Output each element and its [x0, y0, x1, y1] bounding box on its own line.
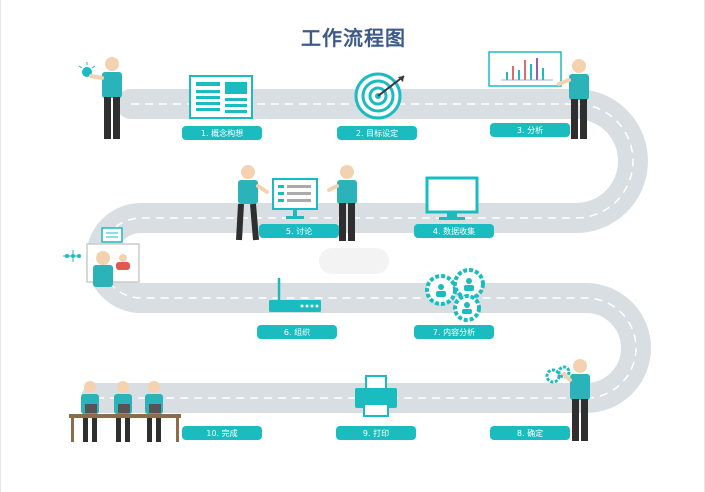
- person-presenter: [236, 165, 269, 241]
- person-analyst: [557, 59, 589, 139]
- step-pill-7: 7. 内容分析: [414, 325, 494, 339]
- person-idea: [78, 57, 122, 139]
- person-listener: [327, 165, 357, 241]
- step-pill-4: 4. 数据收集: [414, 224, 494, 238]
- bar-chart-board-icon: [488, 51, 562, 87]
- step-pill-2: 2. 目标设定: [337, 126, 417, 140]
- printer-icon: [355, 375, 397, 417]
- lightbulb-icon: [78, 62, 96, 77]
- step-label-10: 10. 完成: [206, 428, 237, 438]
- step-pill-9: 9. 打印: [336, 426, 416, 440]
- router-icon: [269, 278, 321, 312]
- gears-people-icon: [425, 268, 485, 322]
- presentation-screen-icon: [272, 178, 318, 219]
- monitor-icon: [425, 176, 479, 220]
- step-label-2: 2. 目标设定: [356, 128, 398, 138]
- step-label-9: 9. 打印: [363, 428, 389, 438]
- person-communicator: [93, 251, 113, 287]
- step-label-6: 6. 组织: [284, 327, 310, 337]
- step-label-1: 1. 概念构想: [201, 128, 243, 138]
- step-pill-1: 1. 概念构想: [182, 126, 262, 140]
- step-label-5: 5. 讨论: [286, 226, 312, 236]
- step-pill-5: 5. 讨论: [259, 224, 339, 238]
- target-icon: [354, 72, 405, 120]
- step-pill-10: 10. 完成: [182, 426, 262, 440]
- step-pill-8: 8. 确定: [490, 426, 570, 440]
- step-pill-6: 6. 组织: [257, 325, 337, 339]
- person-decider: [545, 359, 590, 441]
- step-label-4: 4. 数据收集: [433, 226, 475, 236]
- center-badge: [319, 248, 389, 274]
- step-label-7: 7. 内容分析: [433, 327, 475, 337]
- step-label-3: 3. 分析: [517, 125, 543, 135]
- document-layout-icon: [189, 75, 253, 119]
- page-title: 工作流程图: [301, 26, 406, 50]
- step-pill-3: 3. 分析: [490, 123, 570, 137]
- step-label-8: 8. 确定: [517, 428, 543, 438]
- team-at-desk-icon: [69, 381, 181, 442]
